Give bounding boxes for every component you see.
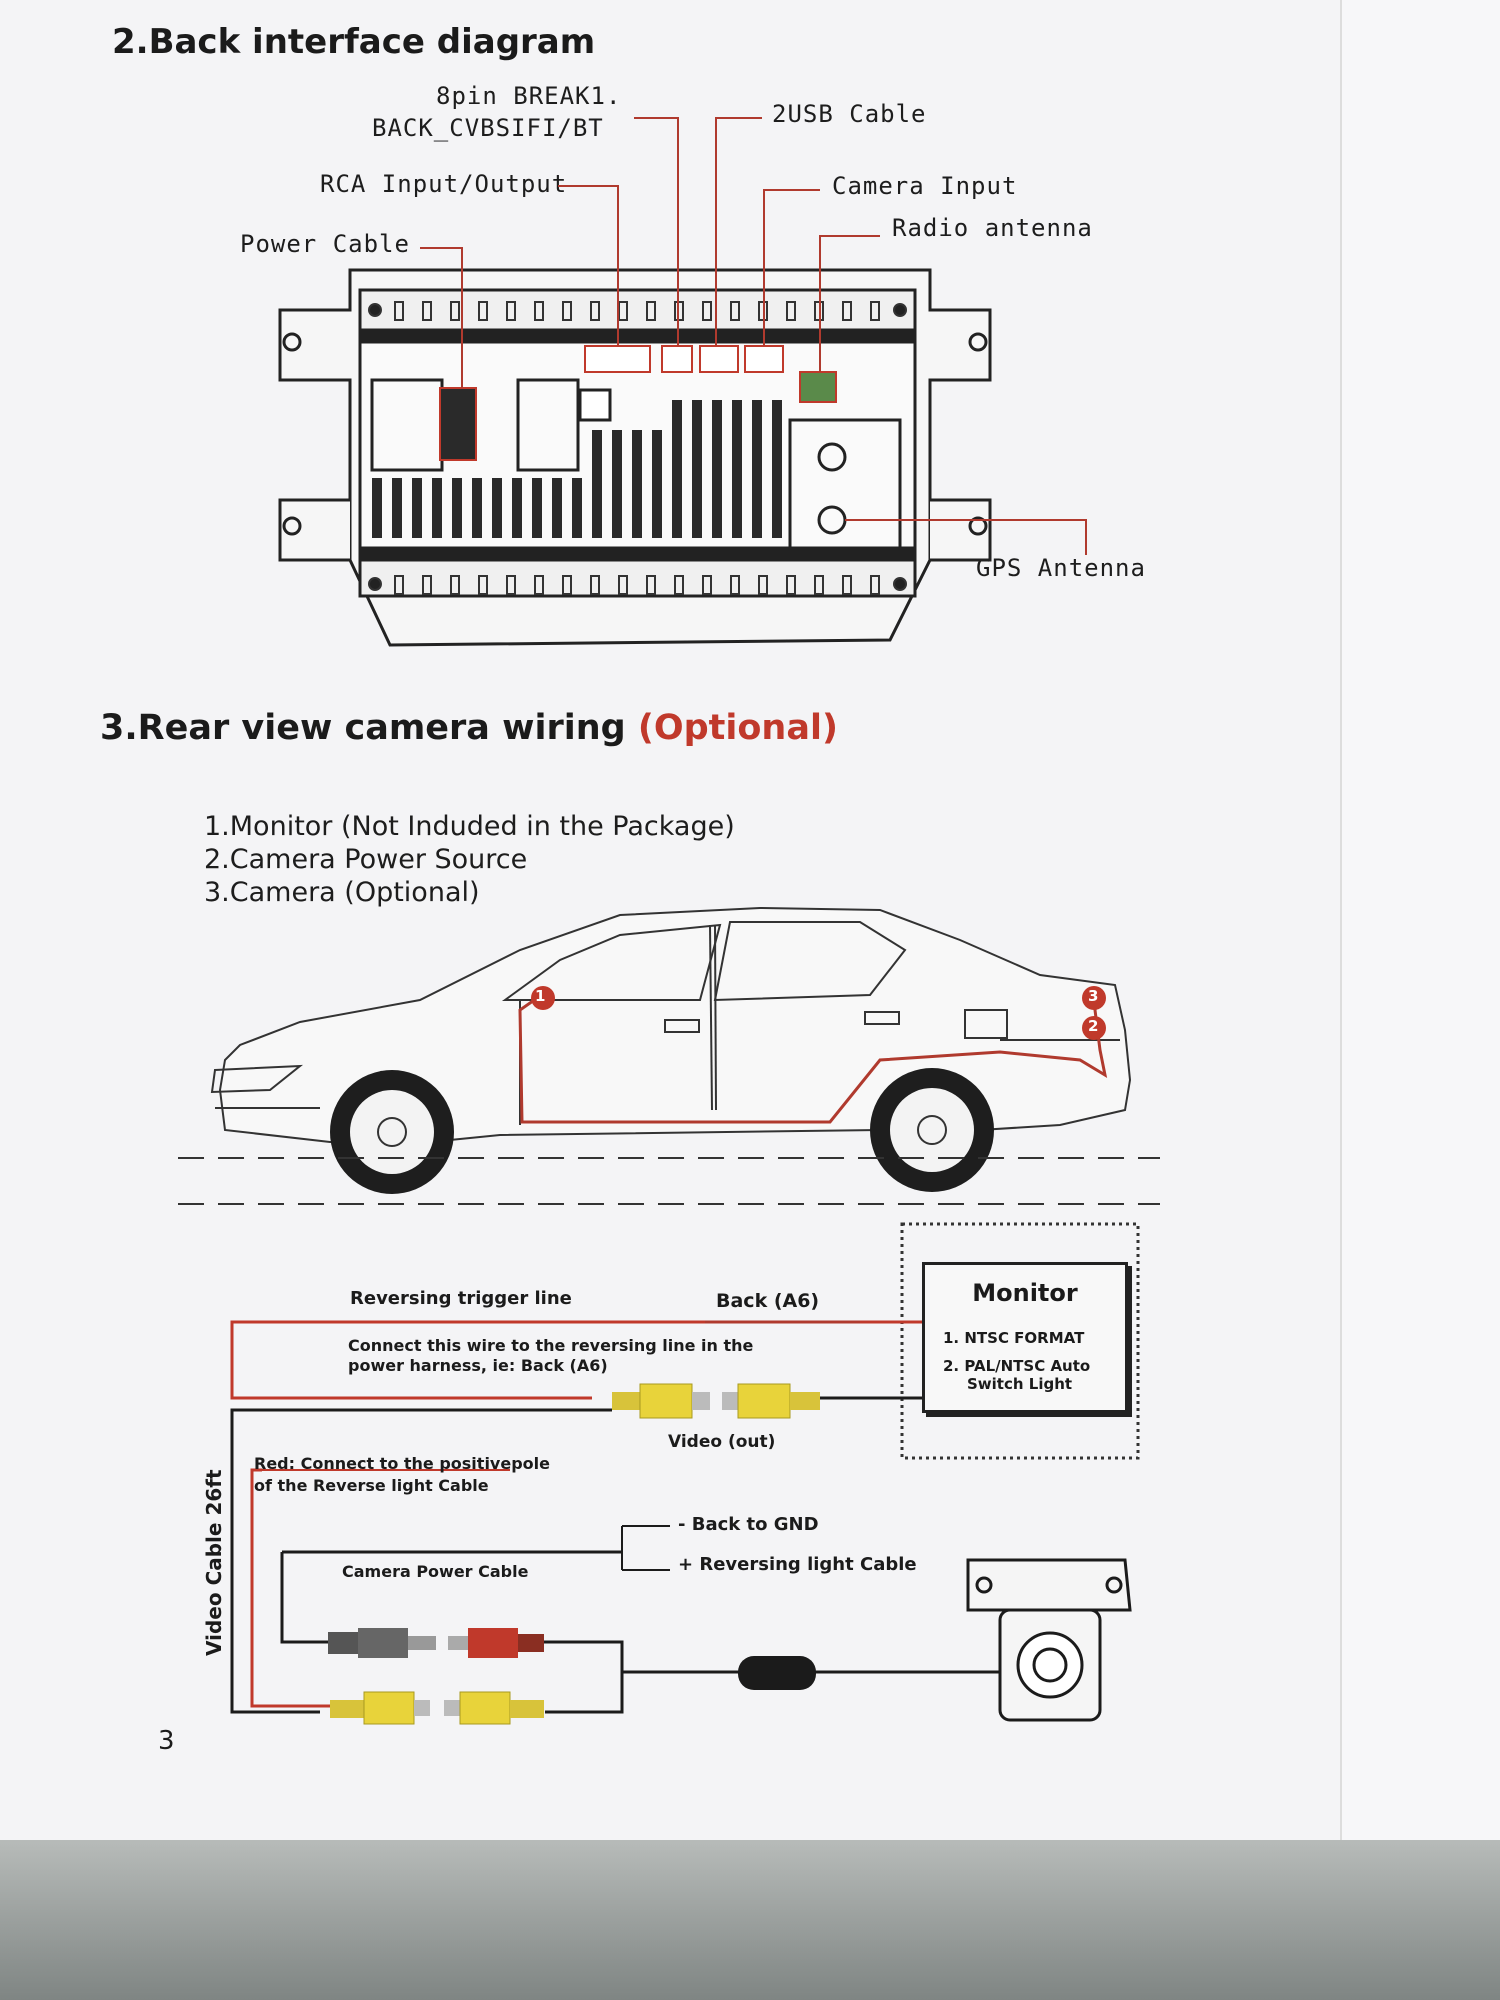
monitor-title: Monitor: [972, 1279, 1078, 1307]
road-lines: [178, 1157, 1160, 1205]
back-to-gnd-label: - Back to GND: [678, 1514, 819, 1535]
component-list: 1.Monitor (Not Induded in the Package) 2…: [204, 810, 735, 909]
connect-instruction-line1: Connect this wire to the reversing line …: [348, 1336, 754, 1355]
inline-cable-junction: [738, 1656, 816, 1690]
list-item: 2.Camera Power Source: [204, 844, 528, 875]
monitor-item-2-line2: Switch Light: [967, 1375, 1073, 1393]
power-connector: [439, 387, 477, 461]
head-unit-ventilation: [372, 388, 782, 538]
video-cable-label: Video Cable 26ft: [202, 1469, 226, 1656]
label-camera-input: Camera Input: [832, 172, 1018, 200]
leader-lines: [420, 117, 1087, 555]
power-rca-connectors: [328, 1628, 544, 1658]
car-marker-1: 1: [535, 987, 546, 1005]
label-2usb: 2USB Cable: [772, 100, 927, 128]
rear-camera-heading-optional: (Optional): [637, 708, 838, 748]
label-8pin-line2: BACK_CVBSIFI/BT: [372, 114, 604, 142]
monitor-dashed-frame: [900, 1222, 1140, 1460]
camera-power-cable-label: Camera Power Cable: [342, 1562, 529, 1581]
page-number: 3: [158, 1726, 175, 1756]
monitor-item-2-line1: 2. PAL/NTSC Auto: [943, 1357, 1091, 1375]
list-item: 1.Monitor (Not Induded in the Package): [204, 811, 735, 842]
rear-camera-heading-text: 3.Rear view camera wiring: [100, 708, 626, 748]
car-marker-2: 2: [1088, 1017, 1099, 1035]
screw-holes-top: [368, 301, 907, 321]
label-radio-antenna: Radio antenna: [892, 214, 1093, 242]
back-a6-label: Back (A6): [716, 1290, 820, 1312]
rear-camera-illustration: [966, 1558, 1132, 1722]
screw-holes-bottom: [368, 575, 907, 595]
list-item: 3.Camera (Optional): [204, 877, 480, 908]
head-unit-connectors: [584, 345, 837, 403]
car-markers: [531, 986, 1106, 1040]
camera-rca-connectors: [330, 1691, 544, 1725]
label-power-cable: Power Cable: [240, 230, 410, 258]
table-surface: [0, 1840, 1500, 2000]
video-rca-connectors: [612, 1383, 820, 1419]
rear-camera-heading: 3.Rear view camera wiring (Optional): [100, 708, 838, 748]
car-marker-3: 3: [1088, 987, 1099, 1005]
red-instruction-line1: Red: Connect to the positivepole: [254, 1454, 550, 1473]
label-rca: RCA Input/Output: [320, 170, 568, 198]
monitor-box: Monitor 1. NTSC FORMAT 2. PAL/NTSC Auto …: [922, 1262, 1128, 1413]
car-wheels: [330, 1068, 994, 1194]
red-instruction-line2: of the Reverse light Cable: [254, 1476, 489, 1495]
connect-instruction-line2: power harness, ie: Back (A6): [348, 1356, 608, 1375]
label-gps-antenna: GPS Antenna: [976, 554, 1146, 582]
monitor-item-1: 1. NTSC FORMAT: [943, 1329, 1085, 1347]
video-out-label: Video (out): [668, 1432, 776, 1452]
reversing-light-label: + Reversing light Cable: [678, 1554, 917, 1575]
back-interface-heading: 2.Back interface diagram: [112, 22, 596, 62]
reversing-trigger-label: Reversing trigger line: [350, 1288, 572, 1309]
facing-page: [1340, 0, 1500, 1880]
label-8pin-line1: 8pin BREAK1.: [436, 82, 622, 110]
